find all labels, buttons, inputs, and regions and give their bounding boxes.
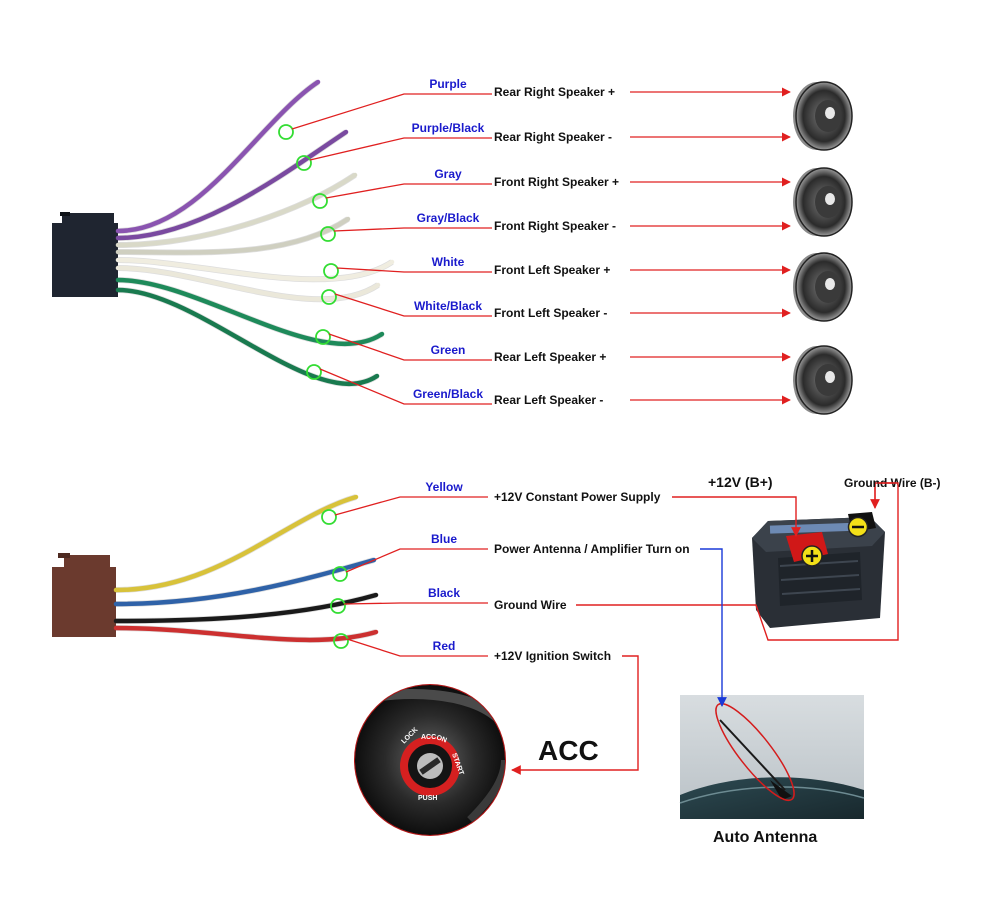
power-function-label: +12V Constant Power Supply: [494, 490, 661, 504]
power-wire: [113, 494, 359, 593]
speaker-function-label: Front Right Speaker -: [494, 219, 616, 233]
power-function-label: +12V Ignition Switch: [494, 649, 611, 663]
speaker-wire: [115, 79, 321, 234]
speaker-function-label: Rear Left Speaker +: [494, 350, 606, 364]
battery-positive-label: +12V (B+): [708, 474, 773, 490]
ignition-switch-photo: LOCK ACC ON START PUSH: [354, 684, 506, 836]
wire-color-label: White/Black: [414, 299, 482, 313]
wire-marker-ring: [296, 155, 312, 171]
wire-marker-ring: [278, 124, 294, 140]
speaker-icon: [793, 81, 853, 151]
speaker-leader: [325, 183, 492, 199]
wire-marker-ring: [320, 226, 336, 242]
power-wires: [113, 494, 379, 643]
wire-marker-ring: [323, 263, 339, 279]
speaker-wire: [115, 265, 381, 302]
speaker-leader: [328, 333, 492, 361]
speaker-connector: [52, 212, 118, 297]
power-wire-shadow: [115, 557, 375, 607]
speaker-wire: [115, 287, 380, 386]
wire-color-label: Red: [433, 639, 456, 653]
power-wire: [113, 625, 379, 643]
power-leader: [345, 548, 488, 573]
wire-color-label: Green: [431, 343, 466, 357]
wire-marker-ring: [321, 509, 337, 525]
speaker-function-label: Rear Right Speaker -: [494, 130, 612, 144]
speaker-function-label: Rear Left Speaker -: [494, 393, 603, 407]
power-leader: [346, 638, 488, 657]
wire-color-label: Blue: [431, 532, 457, 546]
speaker-function-label: Front Left Speaker +: [494, 263, 610, 277]
power-labels: Yellow +12V Constant Power SupplyBluePowe…: [425, 480, 689, 663]
speaker-function-label: Front Right Speaker +: [494, 175, 619, 189]
power-leaders: [321, 496, 488, 657]
speaker-icon: [793, 252, 853, 322]
power-function-label: Power Antenna / Amplifier Turn on: [494, 542, 690, 556]
speaker-leader: [336, 267, 492, 273]
wire-marker-ring: [333, 633, 349, 649]
speaker-leader: [334, 293, 492, 317]
wire-marker-ring: [312, 193, 328, 209]
antenna-route: [700, 548, 727, 707]
speaker-wire: [115, 172, 358, 248]
key-ring-on: ON: [435, 734, 447, 744]
wire-color-label: Gray: [434, 167, 462, 181]
wire-color-label: Green/Black: [413, 387, 483, 401]
speakers: [793, 81, 853, 415]
speaker-leader: [291, 93, 492, 130]
power-wire: [113, 592, 379, 624]
power-leader: [334, 496, 488, 516]
wire-color-label: Purple/Black: [412, 121, 485, 135]
wire-marker-ring: [330, 598, 346, 614]
key-ring-push: PUSH: [418, 795, 437, 802]
wire-marker-ring: [306, 364, 322, 380]
speaker-function-label: Rear Right Speaker +: [494, 85, 615, 99]
antenna-photo: [679, 695, 865, 819]
wire-color-label: Yellow: [425, 480, 463, 494]
key-ring-acc: ACC: [421, 734, 436, 741]
speaker-wires: [115, 79, 395, 387]
speaker-wire: [115, 257, 395, 282]
wire-color-label: Purple: [429, 77, 467, 91]
speaker-leaders: [278, 87, 791, 405]
wire-marker-ring: [332, 566, 348, 582]
speaker-leader: [309, 137, 492, 161]
antenna-caption: Auto Antenna: [713, 829, 817, 846]
speaker-wire: [115, 129, 349, 241]
speaker-leader: [333, 227, 492, 232]
car-battery: [752, 482, 895, 628]
power-harness: Yellow +12V Constant Power SupplyBluePowe…: [52, 480, 690, 663]
speaker-function-label: Front Left Speaker -: [494, 306, 607, 320]
power-connector: [52, 553, 116, 637]
ignition-route: [511, 655, 639, 775]
power-leader: [343, 602, 488, 605]
wire-color-label: Black: [428, 586, 460, 600]
wire-marker-ring: [315, 329, 331, 345]
power-function-label: Ground Wire: [494, 598, 567, 612]
acc-label: ACC: [538, 735, 599, 766]
power-wire: [113, 557, 377, 607]
speaker-leader: [319, 368, 492, 405]
ground-wire-route: [576, 482, 899, 641]
wire-color-label: Gray/Black: [417, 211, 480, 225]
speaker-icon: [793, 167, 853, 237]
speaker-icon: [793, 345, 853, 415]
wire-color-label: White: [432, 255, 465, 269]
speaker-wire: [115, 216, 351, 255]
wire-marker-ring: [321, 289, 337, 305]
